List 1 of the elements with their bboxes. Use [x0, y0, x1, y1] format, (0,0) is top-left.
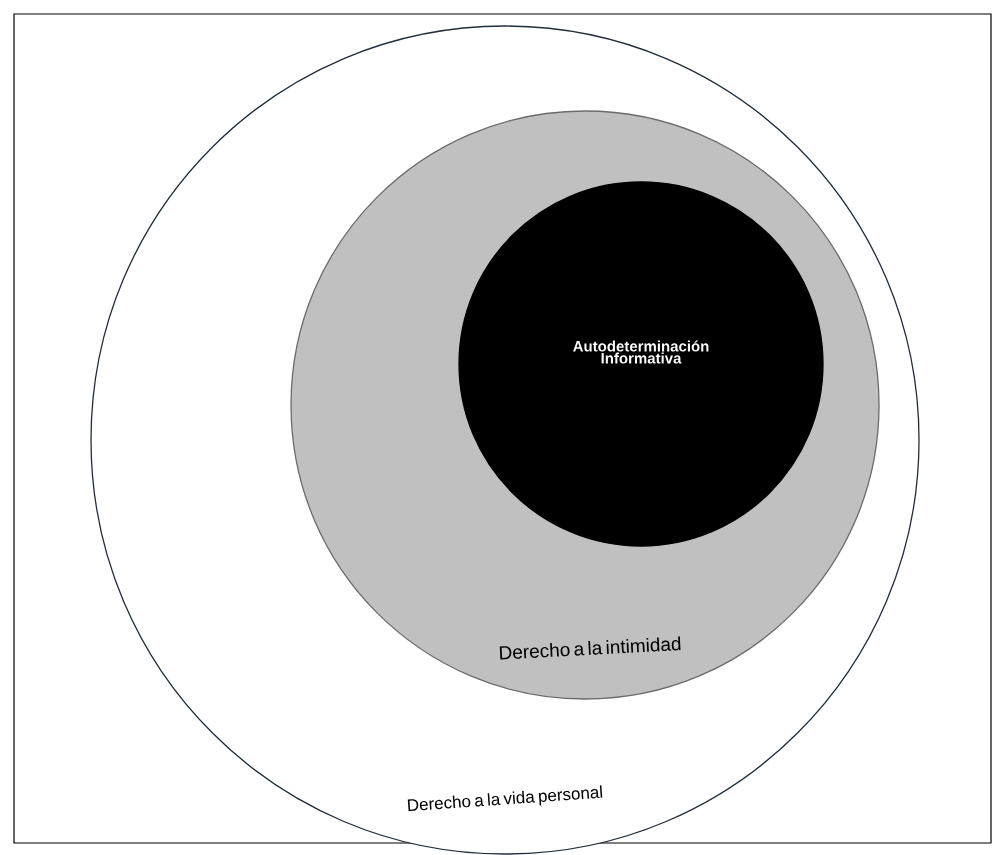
node-label: Derecho a la vida personal	[407, 785, 603, 812]
